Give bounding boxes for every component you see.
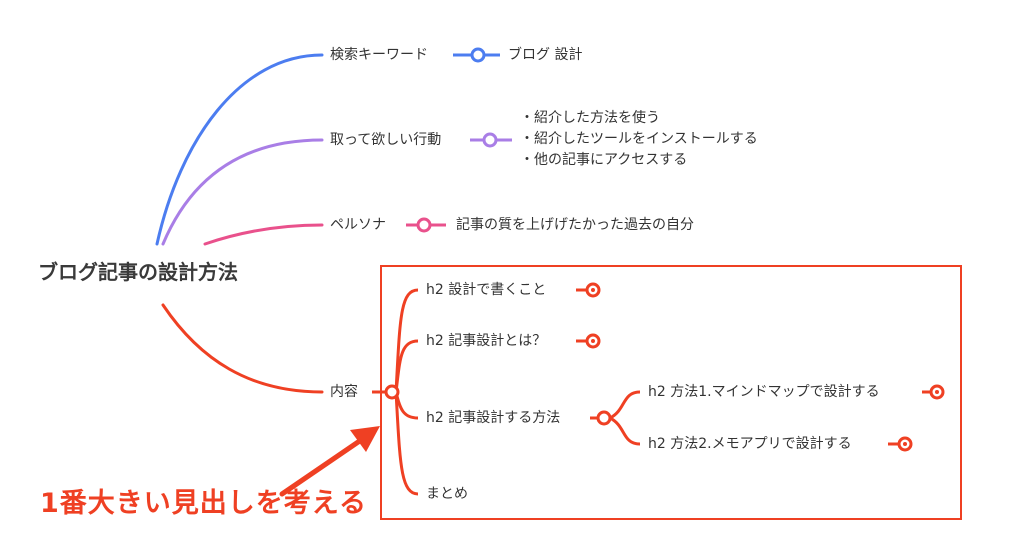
annotation-arrowhead — [350, 426, 380, 452]
method-2-label: h2 方法2.メモアプリで設計する — [648, 436, 852, 452]
edge-method-1 — [609, 390, 641, 420]
edge-h2-3 — [394, 391, 419, 420]
content-h2-1-label: h2 設計で書くこと — [426, 282, 547, 298]
edge-keyword — [155, 53, 324, 246]
method-1-label: h2 方法1.マインドマップで設計する — [648, 384, 880, 400]
node-h2-3-dot — [596, 410, 612, 426]
root-node-label: ブログ記事の設計方法 — [38, 260, 238, 284]
branch-action-items: ・紹介した方法を使う ・紹介したツールをインストールする ・他の記事にアクセスす… — [520, 108, 758, 171]
content-h2-2-label: h2 記事設計とは？ — [426, 333, 547, 349]
branch-persona-label: ペルソナ — [330, 217, 386, 233]
leaf-h2-1-center — [591, 288, 595, 292]
node-content-dot — [384, 384, 400, 400]
edge-content — [161, 303, 324, 394]
action-item: ・紹介したツールをインストールする — [520, 131, 758, 147]
branch-keyword-value: ブログ 設計 — [508, 47, 583, 63]
branch-keyword-label: 検索キーワード — [330, 47, 428, 63]
branch-action-label: 取って欲しい行動 — [330, 132, 442, 148]
content-matome-label: まとめ — [426, 486, 468, 502]
node-action-dot — [482, 132, 498, 148]
content-h2-3-label: h2 記事設計する方法 — [426, 410, 561, 426]
action-item: ・他の記事にアクセスする — [520, 152, 688, 168]
edge-method-2 — [609, 416, 641, 446]
leaf-method-2-center — [903, 442, 907, 446]
node-persona-dot — [416, 217, 432, 233]
edge-action — [161, 138, 324, 246]
annotation-text: 1番大きい見出しを考える — [40, 488, 367, 519]
leaf-h2-2-center — [591, 339, 595, 343]
annotation-arrow — [279, 435, 367, 497]
branch-persona-value: 記事の質を上げげたかった過去の自分 — [456, 217, 694, 233]
action-item: ・紹介した方法を使う — [520, 110, 660, 126]
leaf-method-1-center — [935, 390, 939, 394]
edge-h2-2 — [394, 339, 419, 393]
branch-content-label: 内容 — [330, 384, 358, 400]
edge-matome — [394, 391, 419, 496]
node-keyword-dot — [470, 47, 486, 63]
edge-persona — [203, 223, 324, 246]
